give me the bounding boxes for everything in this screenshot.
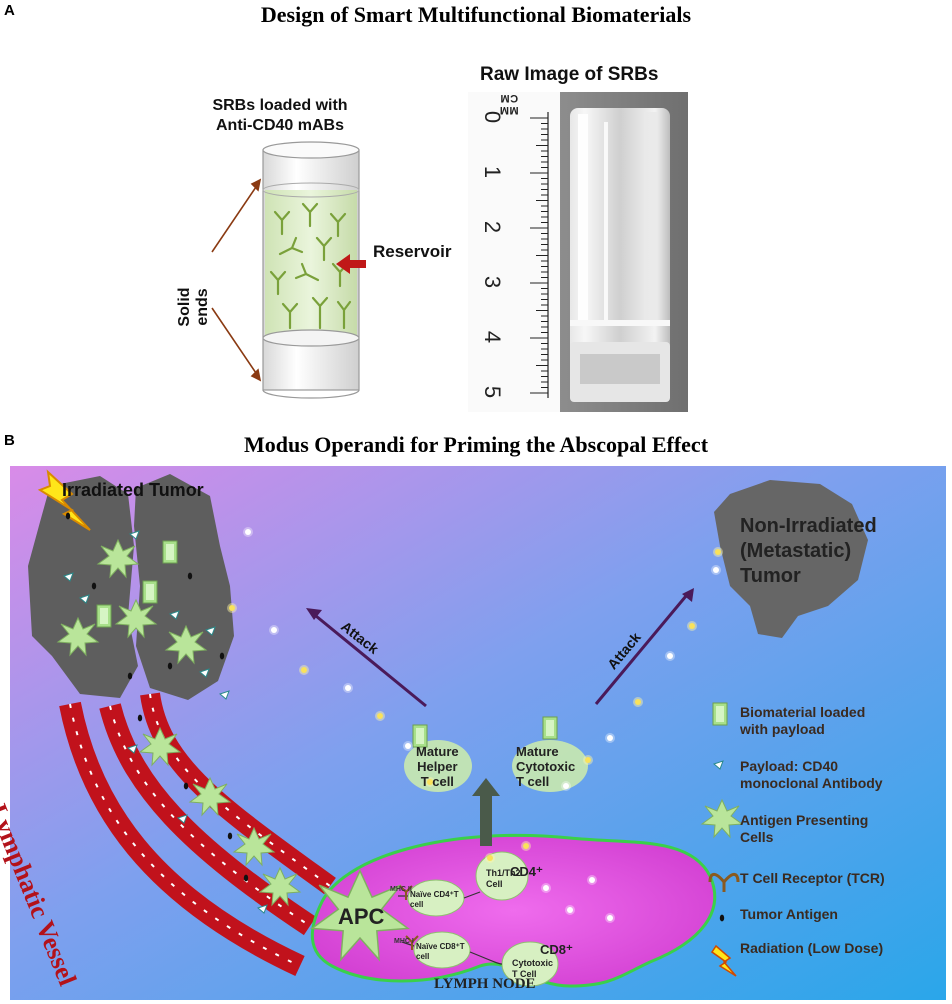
naive-cd8-label: Naïve CD8⁺T cell [416, 942, 465, 961]
reservoir-label: Reservoir [373, 242, 452, 261]
legend-icons [701, 702, 743, 977]
biomaterial-icon [96, 604, 112, 628]
naive-cd4-label: Naïve CD4⁺T cell [410, 890, 459, 909]
cytotoxic-t-cell-label: Cytotoxic T Cell [512, 958, 554, 979]
biomaterial-icon [712, 702, 728, 726]
non-irradiated-tumor [714, 480, 868, 638]
srb-label: SRBs loaded with Anti-CD40 mABs [212, 97, 348, 134]
apc-large-icon [309, 869, 411, 962]
srb-photo [560, 92, 688, 412]
panel-b-title: Modus Operandi for Priming the Abscopal … [243, 432, 709, 457]
mature-helper-label: Mature Helper T cell [416, 744, 459, 789]
legend-item-tcr: T Cell Receptor (TCR) [740, 870, 885, 886]
reservoir-arrow [336, 254, 366, 274]
ruler-number: 3 [480, 275, 505, 289]
naive-cd8-cell [413, 931, 471, 969]
biomaterial-icon [162, 540, 178, 564]
lymphatic-vessels [59, 692, 336, 976]
ruler-number: 4 [480, 330, 505, 344]
solid-ends-label: Solid ends [176, 287, 211, 327]
th-cell-label: Th1/Th2 Cell [486, 868, 521, 889]
attack-arrow-right [594, 588, 694, 705]
ruler-numbers: 0 1 2 3 4 5 [468, 92, 528, 412]
apc-label: APC [338, 904, 385, 929]
radiation-icon [710, 944, 737, 977]
cd8-label: CD8⁺ [540, 942, 573, 957]
legend-item-biomaterial: Biomaterial loaded with payload [740, 704, 866, 737]
mature-helper-cell [404, 740, 472, 792]
panel-a-letter: A [4, 2, 15, 19]
tcr-icon [399, 885, 413, 900]
irradiated-tumor-left-lobe [28, 476, 138, 698]
legend-item-radiation: Radiation (Low Dose) [740, 940, 884, 956]
th-cell [475, 851, 529, 901]
lymph-node-label: LYMPH NODE [434, 976, 536, 992]
raw-image-title: Raw Image of SRBs [480, 64, 659, 85]
solid-ends-arrows [211, 178, 262, 382]
tumor-antigen-icon [719, 914, 725, 922]
mhc-i-label: MHC I [394, 938, 414, 945]
radiation-bolt-icon [37, 469, 91, 531]
legend-item-apc: Antigen Presenting Cells [740, 812, 869, 845]
tcr-icon [405, 935, 419, 950]
t-cell-receptor-icon [708, 873, 740, 892]
ruler-number: 2 [480, 220, 505, 234]
ruler-number: 5 [480, 385, 505, 399]
irradiated-tumor-label: Irradiated Tumor [62, 480, 204, 500]
non-irradiated-tumor-label: Non-Irradiated (Metastatic) Tumor [740, 515, 877, 587]
attack-arrow-left [306, 608, 427, 708]
mature-cytotoxic-cell [512, 740, 588, 792]
biomaterial-icon [142, 580, 158, 604]
cd4-label: CD4⁺ [510, 864, 543, 879]
legend-item-tumor-antigen: Tumor Antigen [740, 906, 838, 922]
abscopal-diagram [10, 466, 946, 1000]
ruler [468, 92, 560, 412]
mhc-ii-label: MHC II [390, 886, 412, 893]
mature-cytotoxic-label: Mature Cytotoxic T cell [516, 744, 576, 789]
panel-a-title: Design of Smart Multifunctional Biomater… [260, 2, 692, 27]
legend-item-payload: Payload: CD40 monoclonal Antibody [740, 758, 883, 791]
antibody-icons [269, 202, 352, 330]
ruler-number: 1 [480, 165, 505, 179]
srb-schematic [211, 141, 366, 399]
irradiated-tumor-right-lobe [134, 474, 234, 700]
maturation-arrow [472, 778, 500, 846]
ruler-number: 0 [480, 110, 505, 124]
panel-b-letter: B [4, 432, 15, 449]
